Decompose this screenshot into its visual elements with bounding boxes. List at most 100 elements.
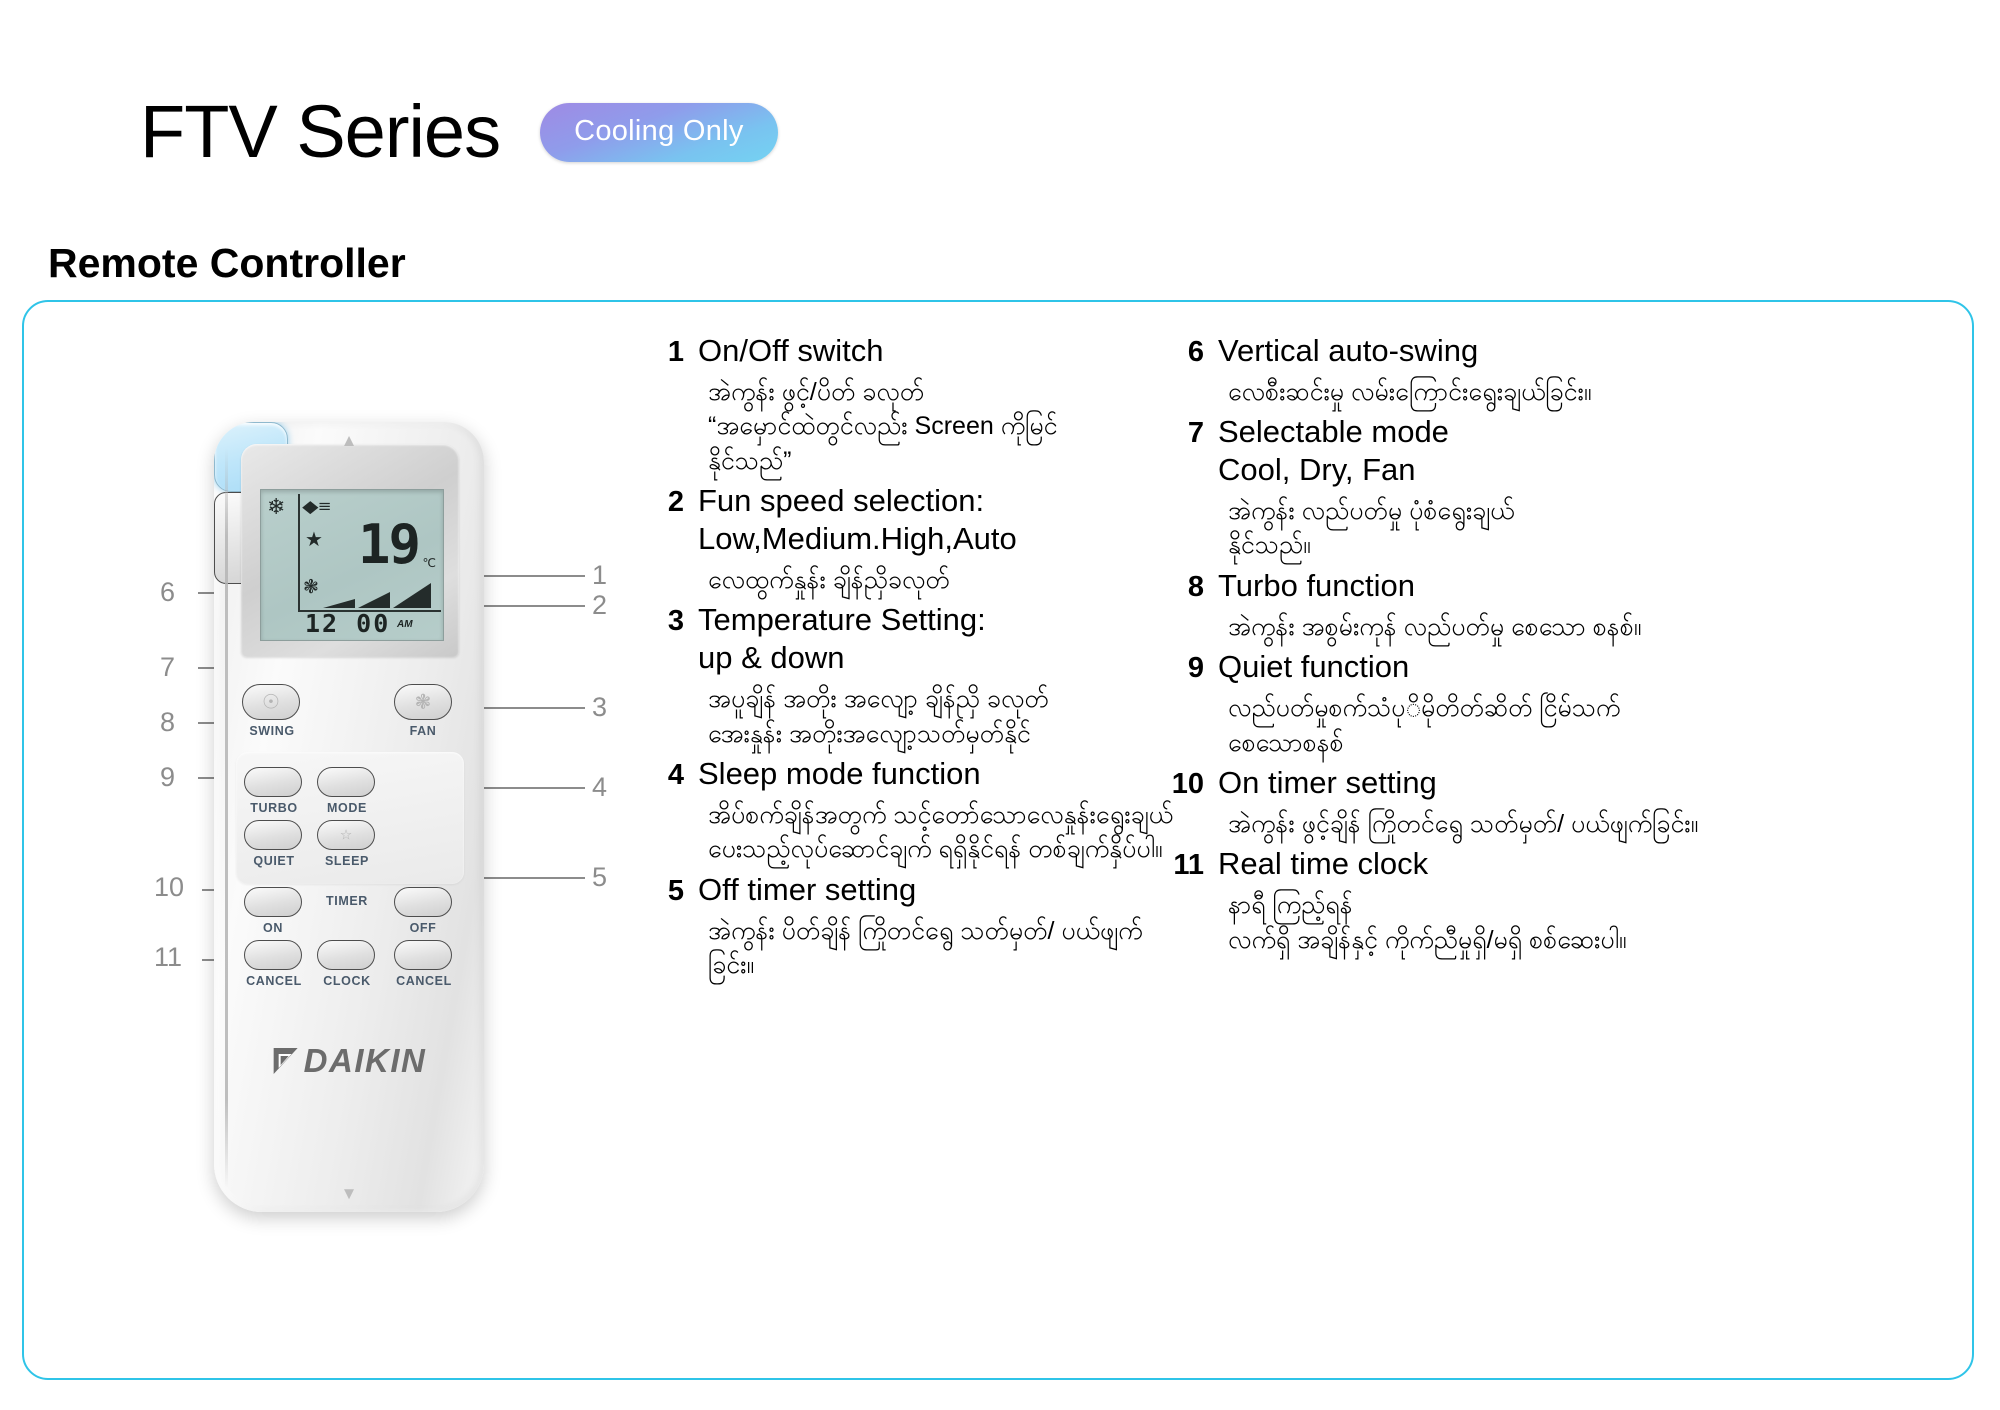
remote-side-edge [225,448,228,1188]
feature-item-head: 7 Selectable mode [1164,413,1764,451]
callout-10: 10 [154,872,185,902]
fan-button[interactable]: ❃ [394,684,452,720]
feature-item: 4 Sleep mode function အိပ်စက်ချိန်အတွက် သင… [644,755,1174,867]
feature-description-my: အဲကွန်း ဖွင့်ချိန် ကြိုတင်ရွေ သတ်မှတ်/ ပ… [1228,809,1699,838]
quiet-button-label: QUIET [253,854,295,868]
turbo-button[interactable] [244,767,302,797]
feature-title: Sleep mode function [698,756,981,792]
swing-button-label: SWING [249,724,295,738]
clock-button[interactable] [317,940,375,970]
swing-button[interactable]: ☉ [242,684,300,720]
lcd-temperature-unit: ℃ [422,556,436,570]
callout-line-2 [424,605,585,607]
feature-title: Turbo function [1218,567,1416,603]
cancel-left-button[interactable] [244,940,302,970]
feature-item: 10 On timer setting အဲကွန်း ဖွင့်ချိန် ကြိ… [1164,764,1764,841]
quiet-button[interactable] [244,820,302,850]
lcd-temperature: 19 [357,513,421,576]
daikin-logo-mark [272,1046,300,1076]
feature-title: Fun speed selection: [698,483,985,519]
page-header: FTV Series Cooling Only Remote Controlle… [0,0,2000,300]
feature-description-my: လည်ပတ်မှုစက်သံပုိမိုတိတ်ဆိတ် ငြိမ်သက်စေသ… [1228,694,1621,757]
status-badge: Cooling Only [540,102,778,162]
feature-number: 1 [667,336,684,368]
feature-description-my: အဲကွန်း လည်ပတ်မှု ပုံစံရွေးချယ်နိုင်သည်။ [1228,496,1515,560]
feature-item-head: 2 Fun speed selection: [644,482,1174,520]
feature-subtitle: up & down [698,640,845,676]
chevron-down-icon: ▼ [340,1184,358,1203]
sleep-star-icon: ☆ [339,826,353,843]
feature-description-my: အပူချိန် အတိုး အလျော့ ချိန်ညှိ ခလုတ်အေးန… [708,685,1049,748]
feature-description-my: လေစီးဆင်းမှု လမ်းကြောင်းရွေးချယ်ခြင်း။ [1228,377,1592,406]
feature-item-head: 5 Off timer setting [644,871,1174,909]
feature-number: 8 [1187,570,1204,603]
feature-number: 4 [667,759,684,792]
feature-number: 11 [1173,849,1204,882]
callout-8: 8 [160,707,176,737]
feature-number: 5 [667,874,684,907]
callout-4: 4 [592,772,608,802]
sleep-button-label: SLEEP [325,854,369,868]
lcd-ampm: AM [397,619,413,630]
feature-description-my: အိပ်စက်ချိန်အတွက် သင့်တော်သောလေနှုန်းရွေ… [708,800,1173,864]
callout-1: 1 [592,560,608,590]
turbo-button-label: TURBO [250,801,298,815]
feature-description-my: လေထွက်နှုန်း ချိန်ညှိခလုတ် [708,565,950,594]
cancel-right-button[interactable] [394,940,452,970]
remote-illustration: 6 7 8 9 10 11 1 2 3 [154,322,774,1332]
fan-bar-2 [358,592,390,608]
callout-11: 11 [154,942,183,972]
callout-line-3 [437,707,585,709]
sleep-button[interactable]: ☆ [317,820,375,850]
feature-item: 2 Fun speed selection:Low,Medium.High,Aut… [644,482,1174,597]
timer-group-label: TIMER [326,894,368,908]
feature-subtitle: Low,Medium.High,Auto [698,521,1017,557]
feature-item-head: 1 On/Off switch [644,332,1174,370]
snowflake-icon: ❄ [267,494,286,519]
callout-6: 6 [160,577,176,607]
timer-on-button[interactable] [244,887,302,917]
feature-number: 10 [1171,768,1204,801]
feature-title: Off timer setting [698,871,917,907]
feature-title: Quiet function [1218,649,1410,685]
feature-title: Selectable mode [1218,414,1449,450]
feature-subtitle: Cool, Dry, Fan [1218,452,1416,488]
mode-button[interactable] [317,767,375,797]
lcd-divider [298,494,300,612]
timer-off-button[interactable] [394,887,452,917]
feature-description-my: အဲကွန်း အစွမ်းကုန် လည်ပတ်မှု စေသော စနစ်။ [1228,612,1642,641]
feature-item: 5 Off timer setting အဲကွန်း ပိတ်ချိန် ကြို… [644,871,1174,983]
feature-description-my: နာရီ ကြည့်ရန် လက်ရှိ အချိန်နှင့် ကိုက်ညီ… [1228,891,1627,954]
section-title: Remote Controller [48,240,406,286]
feature-item-head: 4 Sleep mode function [644,755,1174,793]
lcd-horizontal-rule [298,610,441,612]
daikin-logo: DAIKIN [272,1042,427,1080]
page-title: FTV Series [140,90,501,173]
fan-button-label: FAN [409,724,437,738]
feature-title: Temperature Setting: [698,602,986,638]
callout-3: 3 [592,692,608,722]
callout-5: 5 [592,862,608,892]
feature-number: 6 [1187,336,1204,368]
feature-number: 2 [667,486,684,519]
feature-number: 7 [1187,417,1204,450]
fan-bar-1 [323,599,355,608]
feature-title: On/Off switch [698,333,884,368]
feature-title: On timer setting [1218,765,1437,801]
feature-description-my: အဲကွန်း ပိတ်ချိန် ကြိုတင်ရွေ သတ်မှတ်/ ပယ… [708,916,1143,980]
feature-item-head: 8 Turbo function [1164,567,1764,605]
chevron-up-icon: ▲ [340,431,358,450]
timer-off-label: OFF [409,921,437,935]
lcd-display: ❄ ◆≡ ★ ❃ 19 ℃ 12 00 AM [260,489,444,641]
